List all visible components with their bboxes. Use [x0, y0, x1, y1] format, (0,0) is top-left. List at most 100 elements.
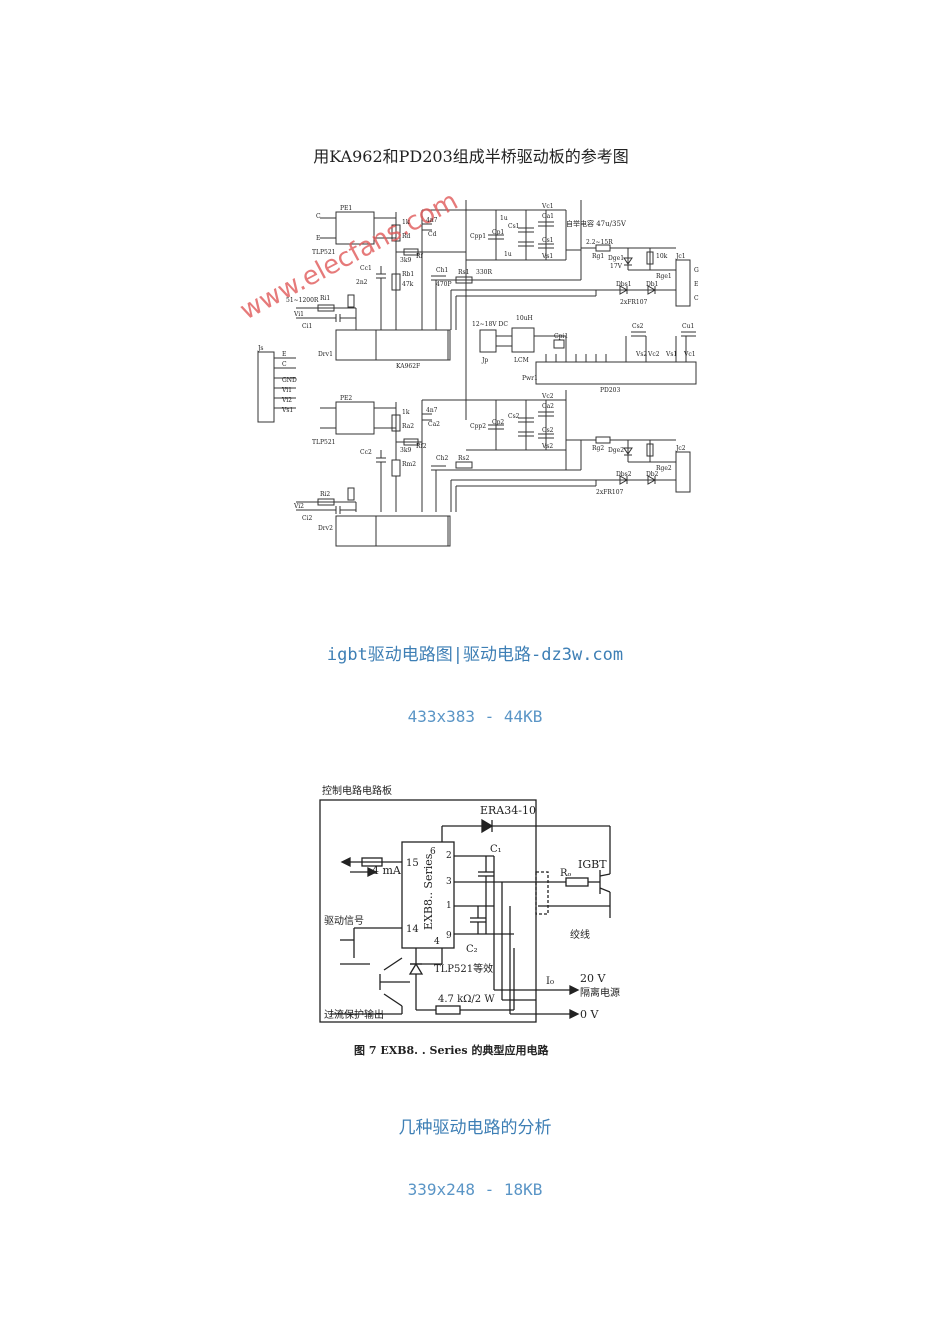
- label-rbl1: Rb1: [402, 271, 414, 278]
- label-ch2: Ch2: [436, 455, 448, 462]
- label-rm2: Rm2: [402, 461, 416, 468]
- label-rg: Rₒ: [560, 868, 572, 879]
- label-vs2: Vs2: [541, 443, 553, 450]
- label-pwr1: Pwr1: [522, 375, 538, 382]
- label-cs2-b: Cs2: [542, 427, 554, 434]
- label-470p: 470P: [436, 281, 452, 288]
- label-pe1: PE1: [340, 205, 352, 212]
- label-chip: EXB8.. Series: [422, 853, 435, 930]
- label-pin6: 6: [430, 847, 436, 857]
- label-1u-a: 1u: [500, 215, 508, 222]
- label-ci1: Ci1: [302, 323, 312, 330]
- label-3k9-1: 3k9: [400, 257, 411, 264]
- label-igbt: IGBT: [578, 858, 607, 871]
- label-rf-1: Rf: [416, 253, 424, 260]
- label-vc2-pwr: Vc2: [647, 351, 660, 358]
- label-db1: Db1: [646, 281, 658, 288]
- label-2xfr107-2: 2xFR107: [596, 489, 624, 496]
- label-10uh: 10uH: [516, 315, 533, 322]
- label-4ma: 4 mA: [372, 864, 402, 877]
- result-2-caption-link[interactable]: 几种驱动电路的分析: [398, 1118, 552, 1138]
- label-jc1: Jc1: [675, 253, 686, 260]
- label-ca2-a: Ca2: [428, 421, 440, 428]
- label-drv1: Drv1: [318, 351, 333, 358]
- figure-caption: 图 7 EXB8. . Series 的典型应用电路: [354, 1043, 549, 1057]
- label-lcm: LCM: [514, 357, 529, 364]
- label-ri1-val: 51~1200R: [286, 297, 319, 304]
- label-cd-1: Cd: [428, 231, 437, 238]
- label-pin2: 2: [446, 851, 452, 861]
- label-box: 控制电路电路板: [322, 784, 392, 797]
- label-pd203: PD203: [600, 387, 620, 394]
- label-cs2-pwr: Cs2: [632, 323, 644, 330]
- label-rge1: Rge1: [656, 273, 672, 280]
- result-2-caption[interactable]: 几种驱动电路的分析: [0, 1113, 950, 1138]
- label-2n2: 2n2: [356, 279, 368, 286]
- label-pin9: 9: [446, 931, 452, 941]
- label-c: C: [694, 295, 699, 302]
- label-dbs2: Dbs2: [616, 471, 632, 478]
- half-bridge-driver-diagram[interactable]: 用KA962和PD203组成半桥驱动板的参考图: [236, 140, 716, 560]
- label-pin1: 1: [446, 901, 452, 911]
- label-17v: 17V: [610, 263, 623, 270]
- label-ra2: Ra2: [402, 423, 414, 430]
- label-47k: 47k: [402, 281, 414, 288]
- label-ri2: Ri2: [320, 491, 330, 498]
- label-vi2: Vi2: [293, 503, 304, 510]
- label-resistor: 4.7 kΩ/2 W: [438, 994, 495, 1005]
- label-overcurrent: 过流保护输出: [324, 1008, 384, 1021]
- label-cpp1: Cpp1: [470, 233, 486, 240]
- label-js-c: C: [282, 361, 287, 368]
- label-10k: 10k: [656, 253, 668, 260]
- label-drv2: Drv2: [318, 525, 333, 532]
- label-vc1: Vc1: [541, 203, 554, 210]
- label-vs1-pwr: Vs1: [665, 351, 677, 358]
- label-cc1: Cc1: [360, 265, 372, 272]
- label-i0: I₀: [546, 976, 554, 987]
- label-cp1: Cp1: [492, 229, 504, 236]
- label-pin15: 15: [406, 858, 419, 869]
- label-js-vi2: Vi2: [281, 397, 292, 404]
- label-drive-signal: 驱动信号: [324, 915, 364, 927]
- label-tlp521-2: TLP521: [312, 439, 335, 446]
- label-330r: 330R: [476, 269, 492, 276]
- label-isolated: 隔离电源: [580, 986, 620, 999]
- label-opto: TLP521等效: [434, 962, 493, 975]
- label-twisted: 绞线: [570, 928, 590, 941]
- label-c1: C: [316, 213, 321, 220]
- label-pe2: PE2: [340, 395, 352, 402]
- label-cs1-a: Cs1: [508, 223, 520, 230]
- label-1k-1: 1k: [402, 219, 410, 226]
- label-cp2: Cp2: [492, 419, 504, 426]
- label-rg2: Rg2: [592, 445, 604, 452]
- label-era34: ERA34-10: [480, 804, 536, 817]
- result-1-caption[interactable]: igbt驱动电路图|驱动电路-dz3w.com: [0, 640, 950, 665]
- note-bootstrap: 自举电容 47u/35V: [566, 219, 627, 228]
- label-rg1: Rg1: [592, 253, 604, 260]
- label-ch1: Ch1: [436, 267, 448, 274]
- label-cpi1: Cpi1: [554, 333, 568, 340]
- label-cu1: Cu1: [682, 323, 694, 330]
- exb8-application-diagram[interactable]: 控制电路电路板 ERA34-10 EXB8.. Series 15 14 6 2…: [310, 778, 640, 1068]
- label-4n7-1: 4n7: [426, 217, 438, 224]
- label-dbs1: Dbs1: [616, 281, 632, 288]
- label-rs2: Rs2: [458, 455, 470, 462]
- label-ka962f: KA962F: [396, 363, 420, 370]
- label-rs1: Rs1: [458, 269, 469, 276]
- label-3k9-2: 3k9: [400, 447, 411, 454]
- label-cs1-b: Cs1: [542, 237, 554, 244]
- label-vs2-pwr: Vs2: [635, 351, 647, 358]
- result-1-caption-link[interactable]: igbt驱动电路图|驱动电路-dz3w.com: [326, 645, 624, 665]
- label-1u-b: 1u: [504, 251, 512, 258]
- label-pin14: 14: [406, 924, 419, 935]
- label-rg-val: 2.2~15R: [586, 239, 613, 246]
- label-vs1: Vs1: [541, 253, 553, 260]
- label-4n7-2: 4n7: [426, 407, 438, 414]
- label-vc2: Vc2: [541, 393, 554, 400]
- label-tlp521-1: TLP521: [312, 249, 335, 256]
- label-cc2: Cc2: [360, 449, 372, 456]
- label-dc-in: 12~18V DC: [472, 321, 508, 328]
- label-20v: 20 V: [580, 972, 606, 985]
- label-dge1: Dge1: [608, 255, 624, 262]
- label-js-gnd: GND: [282, 377, 297, 384]
